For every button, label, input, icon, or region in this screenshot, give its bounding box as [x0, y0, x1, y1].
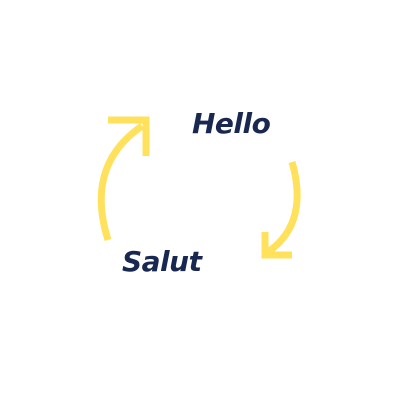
down-arrow-head — [261, 232, 292, 259]
up-arrow-curve — [97, 123, 145, 242]
up-arrow-head — [108, 116, 150, 156]
curved-down-arrow-icon — [261, 161, 301, 259]
word-hello: Hello — [192, 107, 271, 140]
down-arrow-curve — [265, 161, 301, 255]
word-salut: Salut — [122, 245, 202, 278]
curved-up-arrow-icon — [97, 116, 150, 242]
